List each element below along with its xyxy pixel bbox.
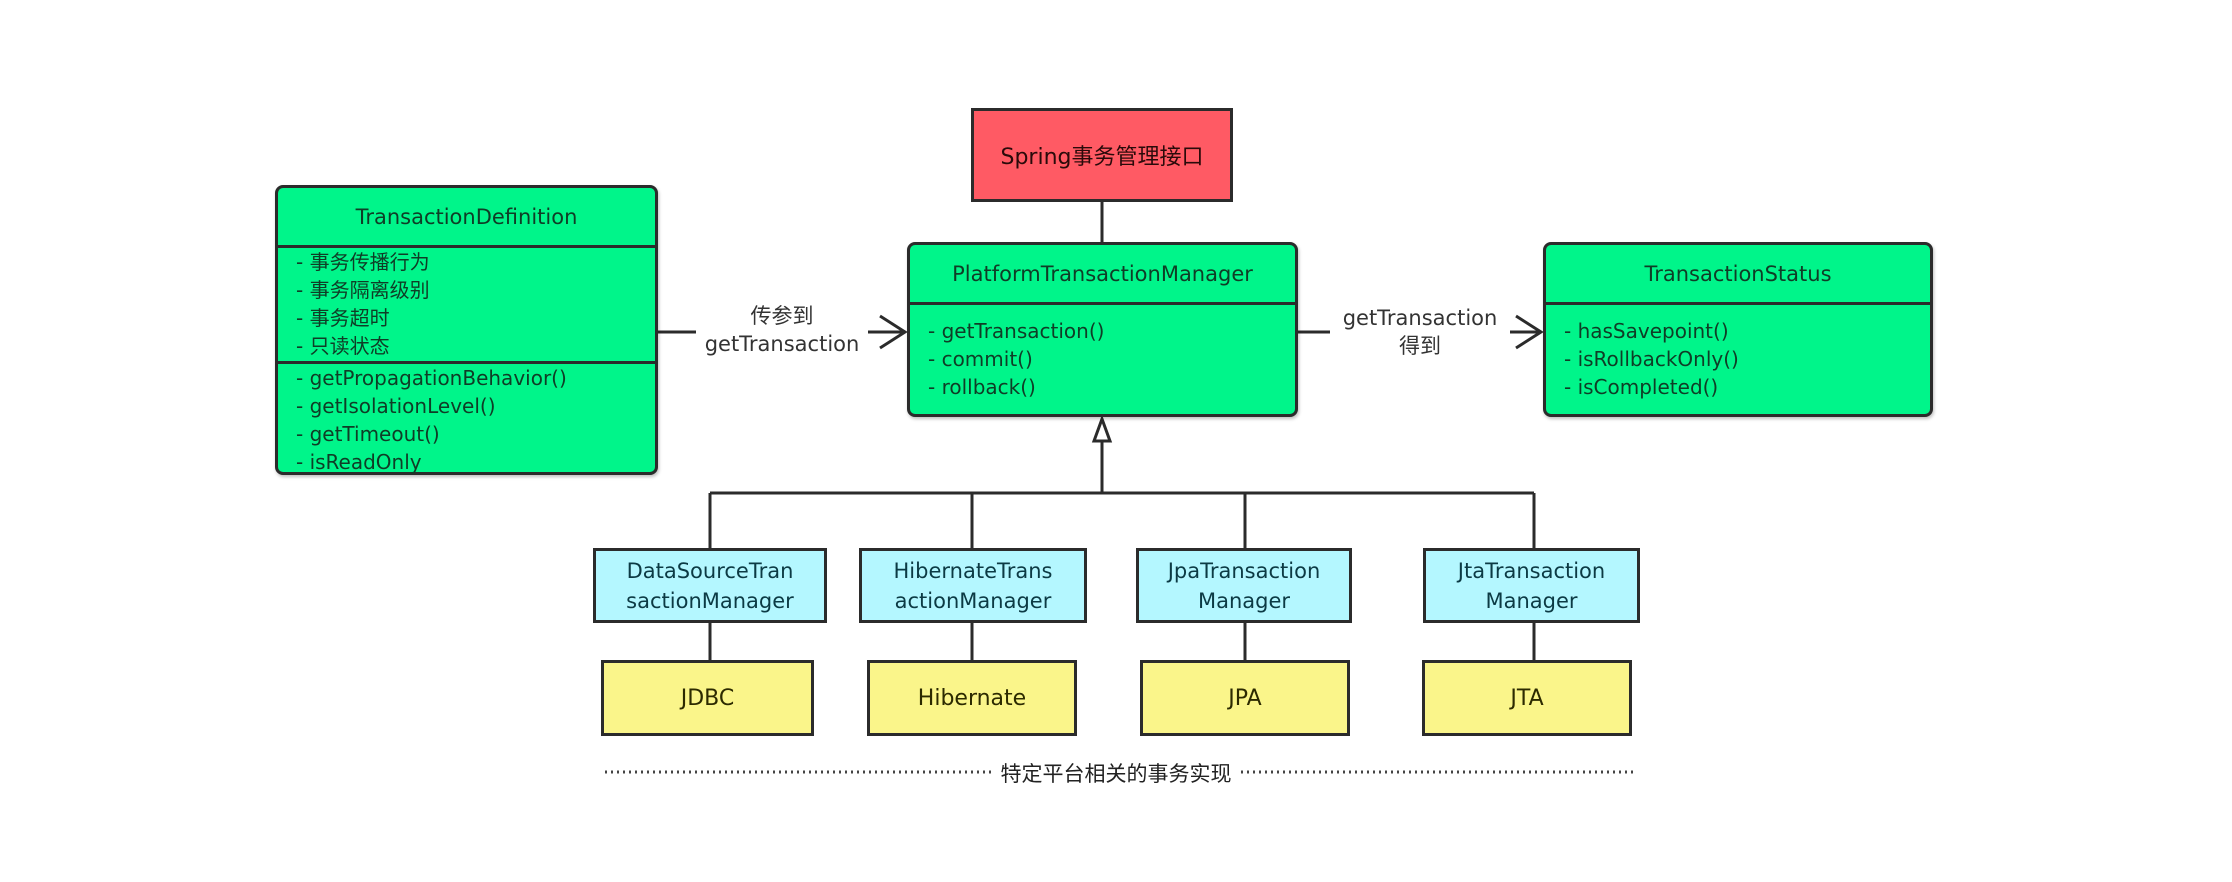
impl-manager-name-line: HibernateTrans [893,558,1053,583]
impl-manager-box-jta: JtaTransaction Manager [1423,548,1640,623]
definition-to-manager-label: 传参到 getTransaction [696,302,868,358]
attribute-item: - 只读状态 [296,334,390,358]
method-item: - getTimeout() [296,422,440,446]
method-item: - isReadOnly [296,450,422,474]
footer-caption-text: 特定平台相关的事务实现 [994,762,1238,786]
transaction-definition-class: TransactionDefinition - 事务传播行为 - 事务隔离级别 … [275,185,658,475]
transaction-status-class: TransactionStatus - hasSavepoint() - isR… [1543,242,1933,417]
attribute-item: - 事务超时 [296,306,390,330]
method-item: - hasSavepoint() [1564,319,1729,343]
method-item: - getTransaction() [928,319,1105,343]
attribute-item: - 事务传播行为 [296,250,430,274]
impl-manager-name-line: sactionManager [626,588,794,613]
manager-to-status-label: getTransaction 得到 [1330,304,1510,360]
platform-box-jta: JTA [1422,660,1632,736]
edge-label-line: getTransaction [704,332,860,356]
impl-manager-name-line: JpaTransaction [1167,558,1321,583]
edge-label-line: 传参到 [750,304,814,328]
impl-manager-name-line: actionManager [894,588,1052,613]
platform-name: JPA [1228,685,1262,711]
impl-manager-name-line: Manager [1197,588,1291,613]
method-item: - isCompleted() [1564,375,1719,399]
platform-name: JDBC [680,685,735,711]
method-item: - commit() [928,347,1033,371]
transaction-definition-title: TransactionDefinition [278,188,655,248]
impl-manager-name-line: JtaTransaction [1457,558,1606,583]
platform-transaction-manager-title: PlatformTransactionManager [910,245,1295,305]
transaction-status-title: TransactionStatus [1546,245,1930,305]
method-item: - isRollbackOnly() [1564,347,1739,371]
impl-manager-box-hibernate: HibernateTrans actionManager [859,548,1087,623]
inheritance-triangle-icon [1091,414,1113,443]
platform-name: JTA [1510,685,1544,711]
method-item: - getIsolationLevel() [296,394,496,418]
manager-to-status-arrowhead [1515,314,1544,350]
platform-box-hibernate: Hibernate [867,660,1077,736]
method-item: - getPropagationBehavior() [296,366,567,390]
transaction-definition-attributes: - 事务传播行为 - 事务隔离级别 - 事务超时 - 只读状态 [278,248,655,361]
impl-manager-name-line: Manager [1485,588,1578,613]
platform-name: Hibernate [917,685,1027,711]
edge-label-line: 得到 [1399,334,1441,358]
impl-manager-box-datasource: DataSourceTran sactionManager [593,548,827,623]
method-item: - rollback() [928,375,1036,399]
transaction-definition-methods: - getPropagationBehavior() - getIsolatio… [278,361,655,476]
platform-box-jpa: JPA [1140,660,1350,736]
spring-transaction-interface-box: Spring事务管理接口 [971,108,1233,202]
footer-caption: 特定平台相关的事务实现 [0,758,2232,788]
spring-transaction-interface-title: Spring事务管理接口 [1000,145,1204,170]
attribute-item: - 事务隔离级别 [296,278,430,302]
transaction-status-methods: - hasSavepoint() - isRollbackOnly() - is… [1546,305,1930,401]
impl-manager-name-line: DataSourceTran [626,558,794,583]
edge-label-line: getTransaction [1342,306,1498,330]
impl-manager-box-jpa: JpaTransaction Manager [1136,548,1352,623]
platform-transaction-manager-class: PlatformTransactionManager - getTransact… [907,242,1298,417]
definition-to-manager-arrowhead [879,314,908,350]
platform-transaction-manager-methods: - getTransaction() - commit() - rollback… [910,305,1295,401]
platform-box-jdbc: JDBC [601,660,814,736]
